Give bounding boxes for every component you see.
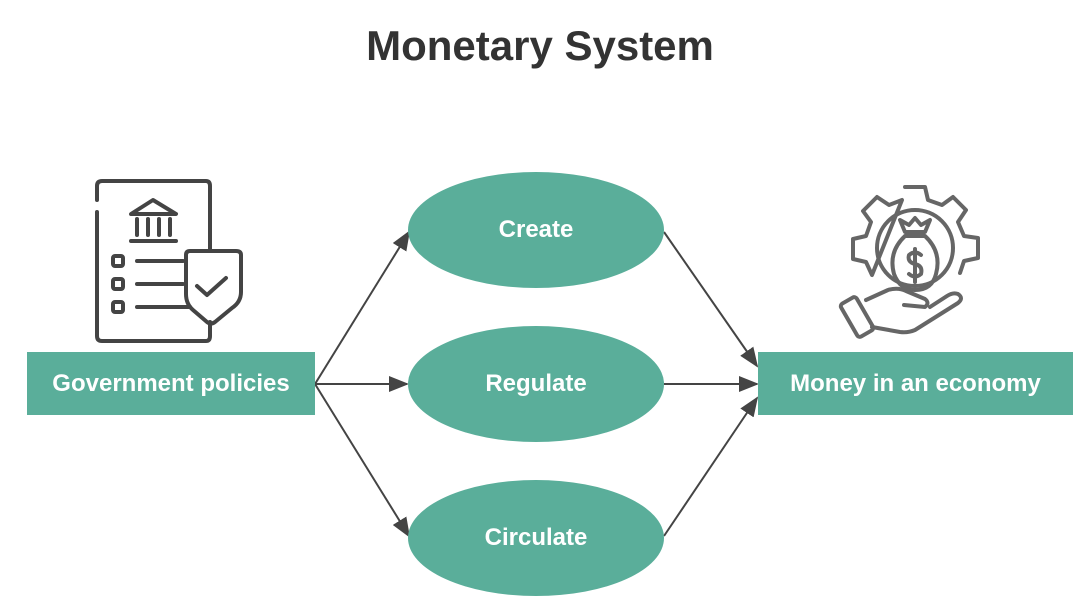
money-hand-gear-icon xyxy=(838,185,980,339)
regulate-label: Regulate xyxy=(485,370,587,397)
arrow-to-create xyxy=(314,230,411,385)
arrow-to-circulate xyxy=(314,383,411,538)
arrow-create-to-money xyxy=(663,231,759,368)
regulate-node: Regulate xyxy=(408,326,664,442)
arrow-circulate-to-money xyxy=(663,396,759,537)
policy-document-icon xyxy=(95,179,243,343)
money-in-economy-label: Money in an economy xyxy=(790,369,1041,397)
create-node: Create xyxy=(408,172,664,288)
circulate-node: Circulate xyxy=(408,480,664,596)
government-policies-label: Government policies xyxy=(52,369,290,397)
circulate-label: Circulate xyxy=(484,524,588,551)
page-title: Monetary System xyxy=(366,22,714,69)
create-label: Create xyxy=(498,216,574,243)
government-policies-box: Government policies xyxy=(27,352,315,415)
money-in-economy-box: Money in an economy xyxy=(758,352,1073,415)
